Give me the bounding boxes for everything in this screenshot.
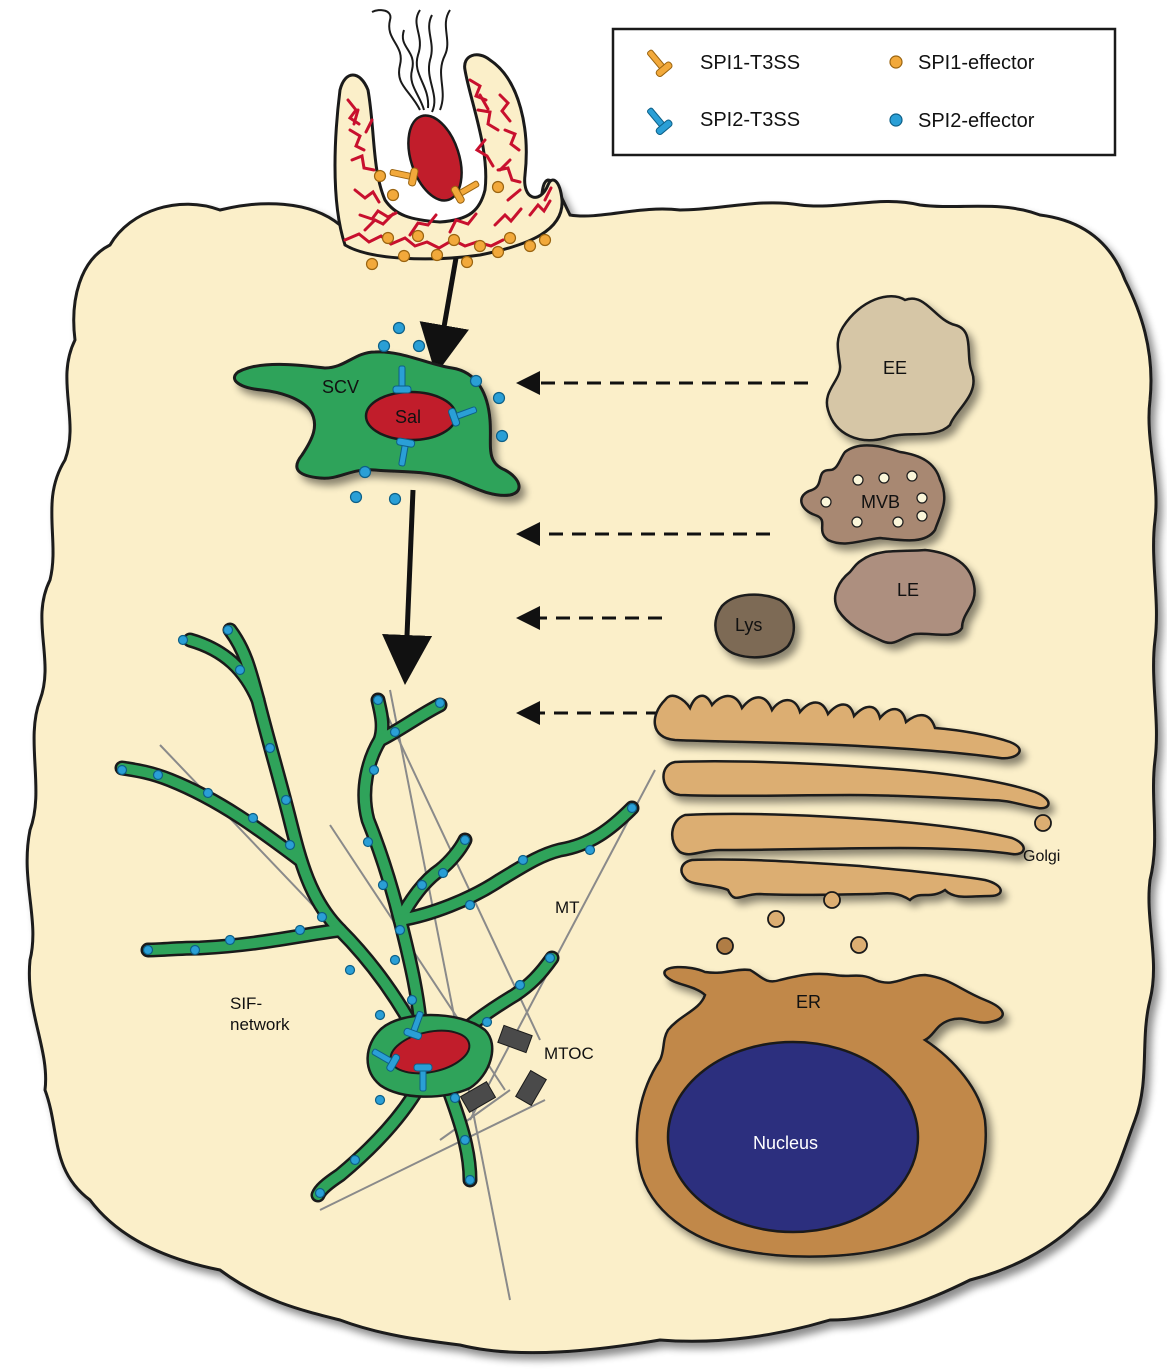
er-label: ER: [796, 992, 821, 1012]
sif-label-line1: SIF-: [230, 994, 262, 1013]
mvb-label: MVB: [861, 492, 900, 512]
golgi-label: Golgi: [1023, 848, 1060, 865]
legend-spi1-t3ss-label: SPI1-T3SS: [700, 52, 800, 74]
flagella: [372, 10, 450, 112]
lys-label: Lys: [735, 615, 762, 635]
mt-label: MT: [555, 898, 580, 917]
mtoc-label: MTOC: [544, 1044, 594, 1063]
ee-label: EE: [883, 358, 907, 378]
scv-label: SCV: [322, 377, 359, 397]
le-label: LE: [897, 580, 919, 600]
legend-spi2-effector-dot: [890, 114, 902, 126]
sif-label-line2: network: [230, 1015, 290, 1034]
nucleus-label: Nucleus: [753, 1133, 818, 1153]
legend-spi1-effector-dot: [890, 56, 902, 68]
legend-spi2-effector-label: SPI2-effector: [918, 110, 1035, 132]
sal-label: Sal: [395, 407, 421, 427]
legend: SPI1-T3SS SPI2-T3SS SPI1-effector SPI2-e…: [613, 29, 1115, 155]
host-cell: [27, 180, 1156, 1353]
legend-spi2-t3ss-label: SPI2-T3SS: [700, 109, 800, 131]
legend-spi1-effector-label: SPI1-effector: [918, 52, 1035, 74]
